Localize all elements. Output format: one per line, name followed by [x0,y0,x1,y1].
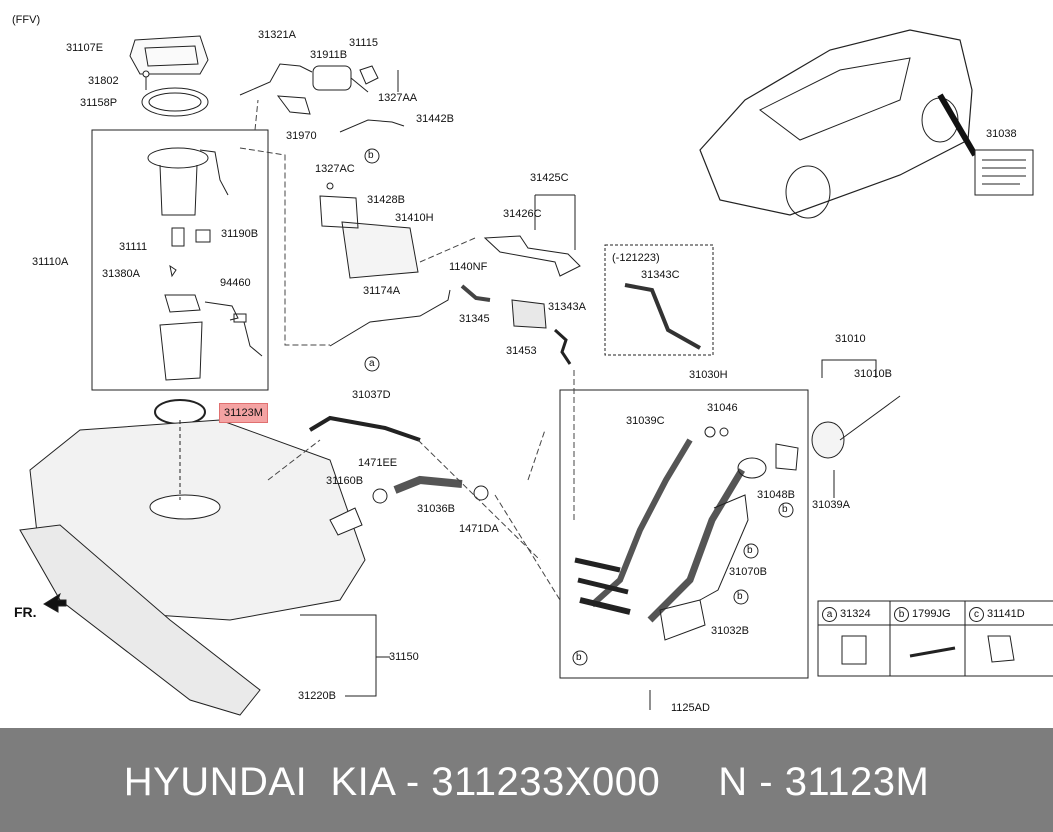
label-31037D[interactable]: 31037D [352,389,391,401]
label-1140NF[interactable]: 1140NF [449,261,488,273]
label-31038[interactable]: 31038 [986,128,1017,140]
label-31380A[interactable]: 31380A [102,268,140,280]
parts-diagram: (FFV) 31107E 31802 31158P 31321A 31911B … [12,14,1053,716]
label-31220B[interactable]: 31220B [298,690,336,702]
callout-b-5: b [576,652,582,663]
callout-b-1: b [368,150,374,161]
label-31150[interactable]: 31150 [389,651,419,663]
label-1471EE[interactable]: 1471EE [358,457,398,469]
label-31010[interactable]: 31010 [835,333,866,345]
legend-letter-a: a [822,607,837,622]
label-31802[interactable]: 31802 [88,75,119,87]
label-31032B[interactable]: 31032B [711,625,749,637]
label-31107E[interactable]: 31107E [66,42,104,54]
diagram-drawing [19,29,1053,716]
label-31110A[interactable]: 31110A [32,256,69,268]
label-31343A[interactable]: 31343A [548,301,586,313]
label-31030H[interactable]: 31030H [689,369,728,381]
part-number-banner: HYUNDAI KIA - 311233X000 N - 31123M [0,728,1053,832]
label-31453[interactable]: 31453 [506,345,537,357]
label-31190B[interactable]: 31190B [221,228,259,240]
legend-part-a[interactable]: 31324 [840,608,871,620]
label-31123M-highlighted[interactable]: 31123M [219,403,268,423]
label-31048B[interactable]: 31048B [757,489,795,501]
legend-letter-c: c [969,607,984,622]
label-31425C[interactable]: 31425C [530,172,569,184]
label-31111[interactable]: 31111 [119,241,148,253]
callout-b-3: b [747,545,753,556]
legend-part-c[interactable]: 31141D [987,608,1025,620]
label-121223[interactable]: (-121223) [612,252,660,264]
label-31036B[interactable]: 31036B [417,503,455,515]
label-31442B[interactable]: 31442B [416,113,454,125]
label-31070B[interactable]: 31070B [729,566,767,578]
label-31174A[interactable]: 31174A [363,285,401,297]
label-31970[interactable]: 31970 [286,130,317,142]
banner-text: HYUNDAI KIA - 311233X000 N - 31123M [123,760,930,804]
label-31039C[interactable]: 31039C [626,415,665,427]
label-31410H[interactable]: 31410H [395,212,434,224]
label-31039A[interactable]: 31039A [812,499,850,511]
label-31046[interactable]: 31046 [707,402,738,414]
label-front-direction: FR. [14,604,37,620]
label-1327AA[interactable]: 1327AA [378,92,418,104]
label-1471DA[interactable]: 1471DA [459,523,499,535]
callout-b-2: b [782,504,788,515]
label-31345[interactable]: 31345 [459,313,490,325]
legend-letter-b: b [894,607,909,622]
label-31158P[interactable]: 31158P [80,97,118,109]
callout-a-1: a [369,358,375,369]
label-31115[interactable]: 31115 [349,37,378,49]
variant-label: (FFV) [12,14,41,26]
label-94460[interactable]: 94460 [220,277,251,289]
label-31160B[interactable]: 31160B [326,475,364,487]
callout-b-4: b [737,591,743,602]
label-31428B[interactable]: 31428B [367,194,405,206]
legend-part-b[interactable]: 1799JG [912,608,951,620]
label-1327AC[interactable]: 1327AC [315,163,355,175]
label-31321A[interactable]: 31321A [258,29,296,41]
label-1125AD[interactable]: 1125AD [671,702,710,714]
label-31911B[interactable]: 31911B [310,49,348,61]
label-31343C[interactable]: 31343C [641,269,680,281]
label-31010B[interactable]: 31010B [854,368,892,380]
label-31426C[interactable]: 31426C [503,208,542,220]
